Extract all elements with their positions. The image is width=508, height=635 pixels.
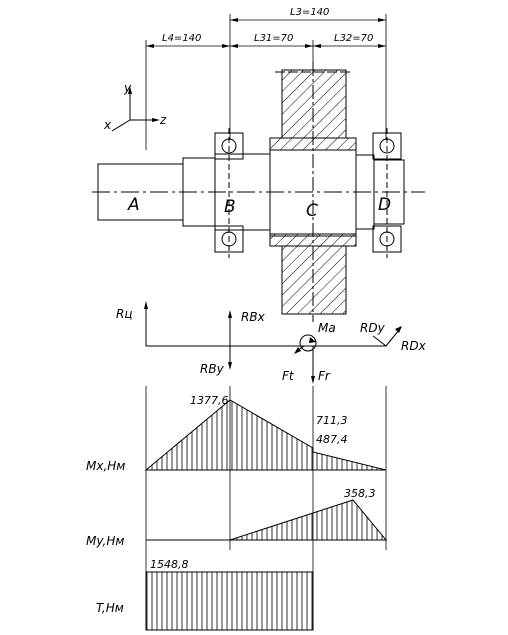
dim-l3: L3=140 [290, 7, 329, 18]
mx-c-right-value: 487,4 [316, 433, 348, 446]
coordinate-axes-arrows [128, 86, 160, 122]
force-fr: Fr [318, 369, 331, 383]
point-c-label: C [306, 201, 318, 221]
coordinate-axes [111, 90, 156, 132]
force-ft: Ft [282, 369, 295, 383]
axis-y-label: y [123, 81, 132, 95]
gear [269, 62, 357, 322]
bearing-b [214, 128, 244, 258]
force-scheme [145, 305, 400, 380]
axis-x-label: x [103, 118, 112, 132]
mx-axis-label: Mx,Нм [86, 459, 125, 473]
force-arrows [144, 301, 402, 384]
t-axis-label: T,Нм [96, 601, 124, 615]
force-rbx: RBx [241, 310, 266, 324]
my-diagram [146, 499, 388, 541]
dimension-lines [145, 14, 387, 150]
dim-l32: L32=70 [334, 33, 373, 44]
axis-z-label: z [159, 113, 167, 127]
t-diagram [145, 571, 314, 631]
moment-ma: Ma [318, 321, 336, 335]
my-axis-label: My,Нм [86, 534, 124, 548]
point-d-label: D [378, 195, 391, 215]
shaft [92, 149, 425, 237]
mx-diagram [144, 399, 387, 471]
force-rby: RBy [200, 362, 225, 376]
dim-l4: L4=140 [162, 33, 201, 44]
dimension-arrows [146, 18, 386, 48]
point-b-label: B [224, 197, 236, 217]
my-peak-value: 358,3 [344, 487, 376, 500]
mx-c-left-value: 711,3 [316, 414, 348, 427]
point-a-label: A [127, 195, 140, 215]
dim-l31: L31=70 [254, 33, 293, 44]
force-ru: Rц [116, 307, 133, 321]
bearing-d [372, 128, 402, 258]
t-value: 1548,8 [150, 558, 189, 571]
force-rdy: RDy [360, 321, 386, 335]
mx-peak-value: 1377,6 [190, 394, 229, 407]
force-rdx: RDx [401, 339, 427, 353]
